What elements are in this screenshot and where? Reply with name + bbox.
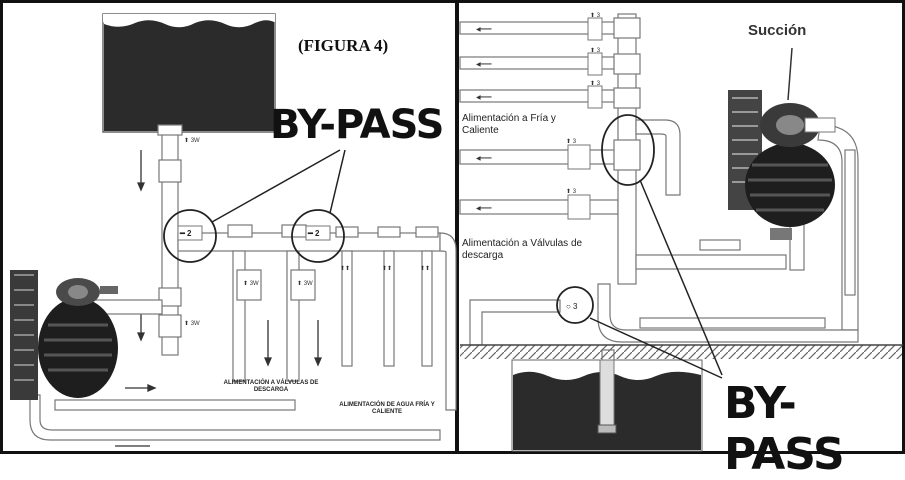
right-panel: ◀━━━ ◀━━━ ◀━━━ ◀━━━ ◀━━━ ⬆ 3 ⬆ 3 ⬆ 3 ⬆ 3…: [459, 12, 903, 452]
figure-label: (FIGURA 4): [298, 36, 389, 55]
pump-left: [10, 270, 118, 400]
svg-text:⬆ 3: ⬆ 3: [566, 188, 577, 195]
svg-text:◀━━━: ◀━━━: [476, 156, 492, 162]
elevated-tank: [102, 13, 276, 133]
suction-label: Succión: [748, 22, 807, 39]
svg-text:⬆ 3W: ⬆ 3W: [184, 137, 200, 144]
bypass-label-left: BY-PASS: [270, 102, 444, 148]
bypass-valves-left: ━ 2 ━ 2: [177, 225, 331, 241]
bypass-label-right: BY-PASS: [724, 378, 845, 480]
bypass-leader-right-1: [639, 179, 723, 376]
header-pipe: [177, 224, 457, 411]
bypass-circle-right-1: [601, 114, 655, 186]
bypass-circle-left-1: [163, 209, 217, 263]
tank-water: [104, 20, 274, 131]
left-panel: ⬆ 3W ⬆ 3W ⬆ 3W ⬆⬆ ⬆⬆ ⬆⬆ ⬆ 3W: [10, 13, 457, 447]
svg-text:━ 2: ━ 2: [179, 229, 192, 238]
svg-text:⬆ 3W: ⬆ 3W: [297, 280, 313, 287]
underground-cistern: [511, 359, 703, 452]
bypass-leader-left-1: [211, 149, 341, 223]
bypass-circle-left-2: [291, 209, 345, 263]
discharge-valves-label: ALIMENTACIÓN A VÁLVULAS DE DESCARGA: [223, 380, 319, 393]
svg-text:◀━━━: ◀━━━: [476, 27, 492, 33]
valve-symbols: ⬆ 3W ⬆ 3W ⬆ 3W ⬆⬆ ⬆⬆ ⬆⬆ ⬆ 3W: [184, 137, 430, 327]
feed-discharge-label: Alimentación a Válvulas de descarga: [462, 238, 583, 261]
svg-text:━ 2: ━ 2: [307, 229, 320, 238]
plumbing-diagram: ⬆ 3W ⬆ 3W ⬆ 3W ⬆⬆ ⬆⬆ ⬆⬆ ⬆ 3W: [0, 0, 905, 454]
flow-arrows: [115, 150, 322, 447]
feed-hot-cold-label: Alimentación a Fría y Caliente: [462, 113, 556, 136]
svg-text:⬆ 3: ⬆ 3: [590, 12, 601, 19]
branch-valves: [567, 17, 603, 220]
bypass-leader-left-2: [329, 149, 346, 214]
svg-text:⬆ 3W: ⬆ 3W: [243, 280, 259, 287]
svg-text:⬆⬆: ⬆⬆: [340, 265, 350, 272]
svg-text:◀━━━: ◀━━━: [476, 62, 492, 68]
svg-text:⬆ 3: ⬆ 3: [590, 80, 601, 87]
svg-text:⬆⬆: ⬆⬆: [382, 265, 392, 272]
pump-right: [728, 47, 836, 240]
drop-pipes: [232, 250, 433, 382]
suction-leader: [787, 47, 793, 101]
hot-cold-water-label: ALIMENTACIÓN DE AGUA FRÍA Y CALIENTE: [339, 402, 435, 415]
svg-text:⬆⬆: ⬆⬆: [420, 265, 430, 272]
main-riser-pipe: [157, 124, 183, 356]
svg-text:⬆ 3: ⬆ 3: [590, 47, 601, 54]
ground-hatch: [460, 345, 902, 359]
svg-text:⬆ 3W: ⬆ 3W: [184, 320, 200, 327]
bypass-valve-right: ○ 3: [566, 302, 578, 311]
branch-arrows: ◀━━━ ◀━━━ ◀━━━ ◀━━━ ◀━━━ ⬆ 3 ⬆ 3 ⬆ 3 ⬆ 3…: [476, 12, 601, 212]
svg-text:◀━━━: ◀━━━: [476, 206, 492, 212]
svg-text:◀━━━: ◀━━━: [476, 95, 492, 101]
svg-text:⬆ 3: ⬆ 3: [566, 138, 577, 145]
bypass-leader-right-2: [589, 317, 723, 379]
outer-frame: [0, 0, 905, 454]
bypass-circle-right-2: [556, 286, 594, 324]
